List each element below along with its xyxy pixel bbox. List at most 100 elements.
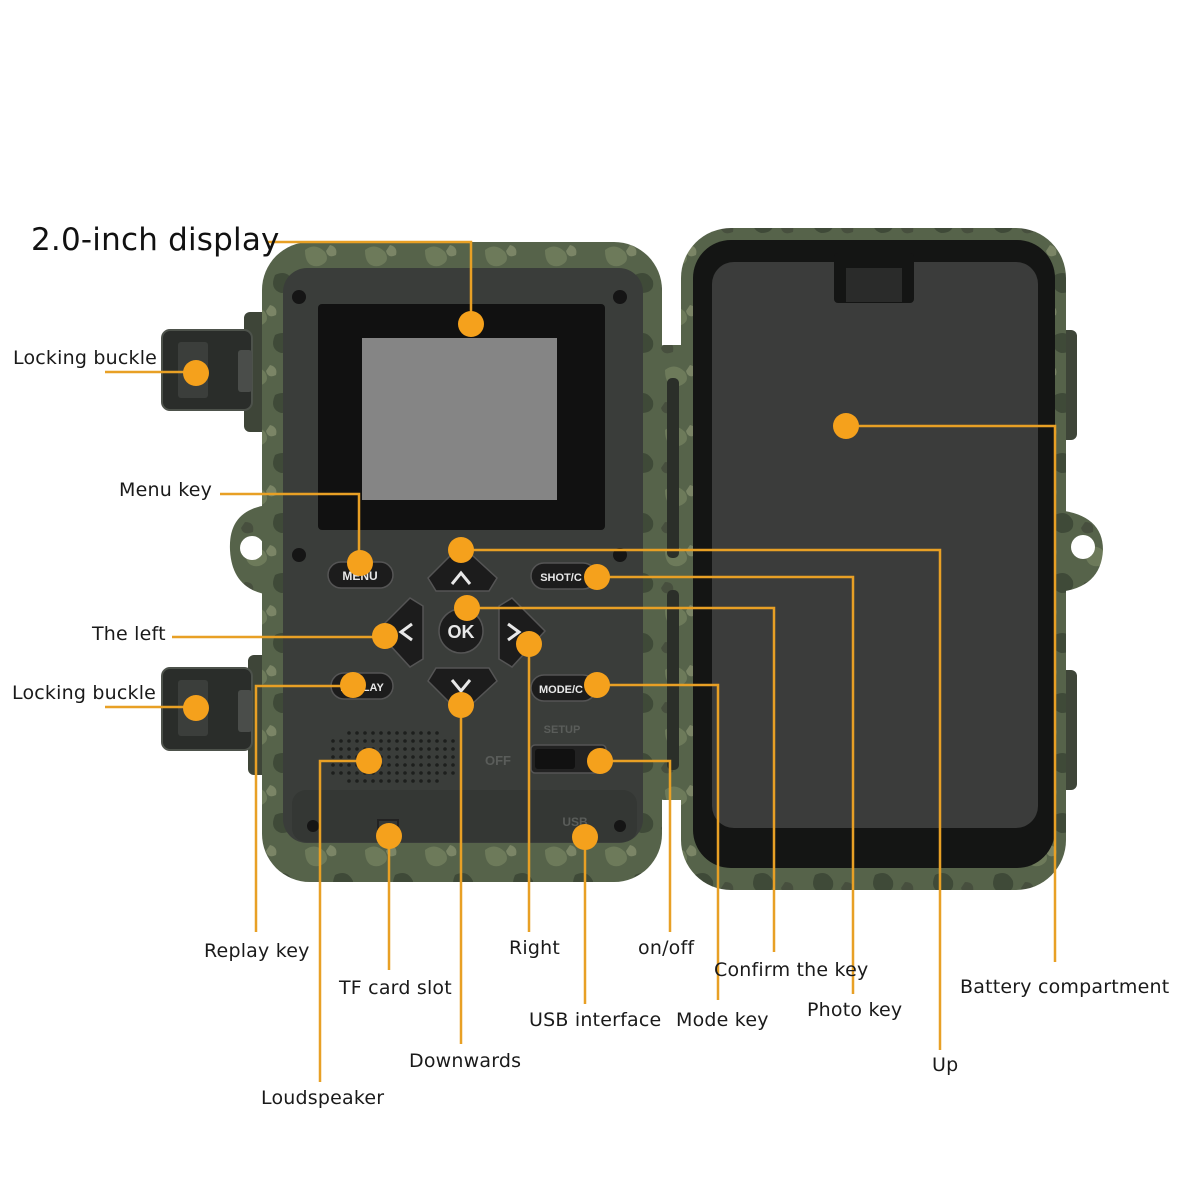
speaker-hole xyxy=(411,739,415,743)
screw xyxy=(307,820,319,832)
speaker-hole xyxy=(347,763,351,767)
label-loudspeaker: Loudspeaker xyxy=(261,1087,385,1109)
speaker-hole xyxy=(355,747,359,751)
speaker-hole xyxy=(371,779,375,783)
speaker-hole xyxy=(443,763,447,767)
speaker-hole xyxy=(331,747,335,751)
speaker-hole xyxy=(387,731,391,735)
label-tf-card-slot: TF card slot xyxy=(339,977,452,999)
speaker-hole xyxy=(411,763,415,767)
speaker-hole xyxy=(395,763,399,767)
speaker-hole xyxy=(403,771,407,775)
speaker-hole xyxy=(427,763,431,767)
display-screen xyxy=(362,338,557,500)
speaker-hole xyxy=(379,731,383,735)
left-mount-hole xyxy=(240,536,264,560)
speaker-hole xyxy=(419,739,423,743)
speaker-hole xyxy=(339,771,343,775)
callout-dot-locking-top xyxy=(183,360,209,386)
speaker-hole xyxy=(427,747,431,751)
label-usb-interface: USB interface xyxy=(529,1009,662,1031)
speaker-hole xyxy=(451,747,455,751)
speaker-hole xyxy=(387,747,391,751)
up-arrow-icon xyxy=(450,570,472,585)
speaker-hole xyxy=(347,779,351,783)
speaker-hole xyxy=(419,747,423,751)
power-switch-slider[interactable] xyxy=(535,749,575,769)
speaker-hole xyxy=(451,739,455,743)
speaker-hole xyxy=(339,755,343,759)
speaker-hole xyxy=(427,739,431,743)
leader-mode xyxy=(597,683,720,1000)
label-photo-key: Photo key xyxy=(807,999,903,1021)
label-battery-compartment: Battery compartment xyxy=(960,976,1170,998)
speaker-hole xyxy=(339,739,343,743)
speaker-hole xyxy=(427,755,431,759)
speaker-hole xyxy=(403,747,407,751)
screw xyxy=(613,548,627,562)
speaker-hole xyxy=(419,771,423,775)
leader-loudspeaker xyxy=(318,759,369,1082)
speaker-hole xyxy=(411,731,415,735)
speaker-hole xyxy=(403,731,407,735)
shot-button-text: SHOT/C xyxy=(540,572,582,584)
label-confirm-key: Confirm the key xyxy=(714,959,869,981)
speaker-hole xyxy=(347,731,351,735)
speaker-hole xyxy=(331,739,335,743)
speaker-hole xyxy=(395,755,399,759)
speaker-hole xyxy=(347,747,351,751)
speaker-hole xyxy=(355,731,359,735)
speaker-hole xyxy=(371,739,375,743)
battery-door xyxy=(681,228,1103,890)
speaker-hole xyxy=(403,763,407,767)
callout-dot-downwards xyxy=(448,692,474,718)
speaker-hole xyxy=(451,771,455,775)
screw xyxy=(292,290,306,304)
speaker-hole xyxy=(363,731,367,735)
camera-front-half: MENU SHOT/C REPLAY MODE/C OK SETUP OFF U… xyxy=(229,242,662,882)
setup-label: SETUP xyxy=(544,724,581,736)
speaker-hole xyxy=(355,771,359,775)
speaker-hole xyxy=(371,731,375,735)
speaker-hole xyxy=(347,755,351,759)
battery-compartment-cover xyxy=(712,262,1038,828)
speaker-hole xyxy=(387,755,391,759)
callout-dot-menu xyxy=(347,550,373,576)
leader-replay xyxy=(254,684,352,932)
speaker-hole xyxy=(443,755,447,759)
callout-dot-display xyxy=(458,311,484,337)
off-label: OFF xyxy=(485,753,511,768)
speaker-hole xyxy=(451,763,455,767)
speaker-hole xyxy=(363,779,367,783)
mode-button-text: MODE/C xyxy=(539,684,583,696)
speaker-hole xyxy=(411,779,415,783)
callout-dot-on-off xyxy=(587,748,613,774)
speaker-hole xyxy=(427,731,431,735)
screw xyxy=(613,290,627,304)
speaker-hole xyxy=(395,747,399,751)
callout-dot-battery xyxy=(833,413,859,439)
label-right: Right xyxy=(509,937,561,959)
speaker-hole xyxy=(443,771,447,775)
ok-button-text: OK xyxy=(448,622,475,642)
speaker-hole xyxy=(395,739,399,743)
speaker-hole xyxy=(331,763,335,767)
speaker-hole xyxy=(355,779,359,783)
down-arrow-icon xyxy=(450,679,472,694)
speaker-hole xyxy=(403,739,407,743)
speaker-hole xyxy=(363,739,367,743)
speaker-hole xyxy=(395,779,399,783)
speaker-hole xyxy=(435,763,439,767)
right-key[interactable] xyxy=(498,597,547,668)
leader-on-off xyxy=(600,759,672,932)
callout-dot-confirm xyxy=(454,595,480,621)
speaker-hole xyxy=(339,763,343,767)
label-locking-buckle-bottom: Locking buckle xyxy=(12,682,157,704)
speaker-hole xyxy=(419,763,423,767)
speaker-hole xyxy=(387,763,391,767)
speaker-hole xyxy=(331,771,335,775)
speaker-hole xyxy=(411,755,415,759)
speaker-hole xyxy=(435,771,439,775)
leader-lines xyxy=(105,240,1057,1082)
speaker-hole xyxy=(435,755,439,759)
